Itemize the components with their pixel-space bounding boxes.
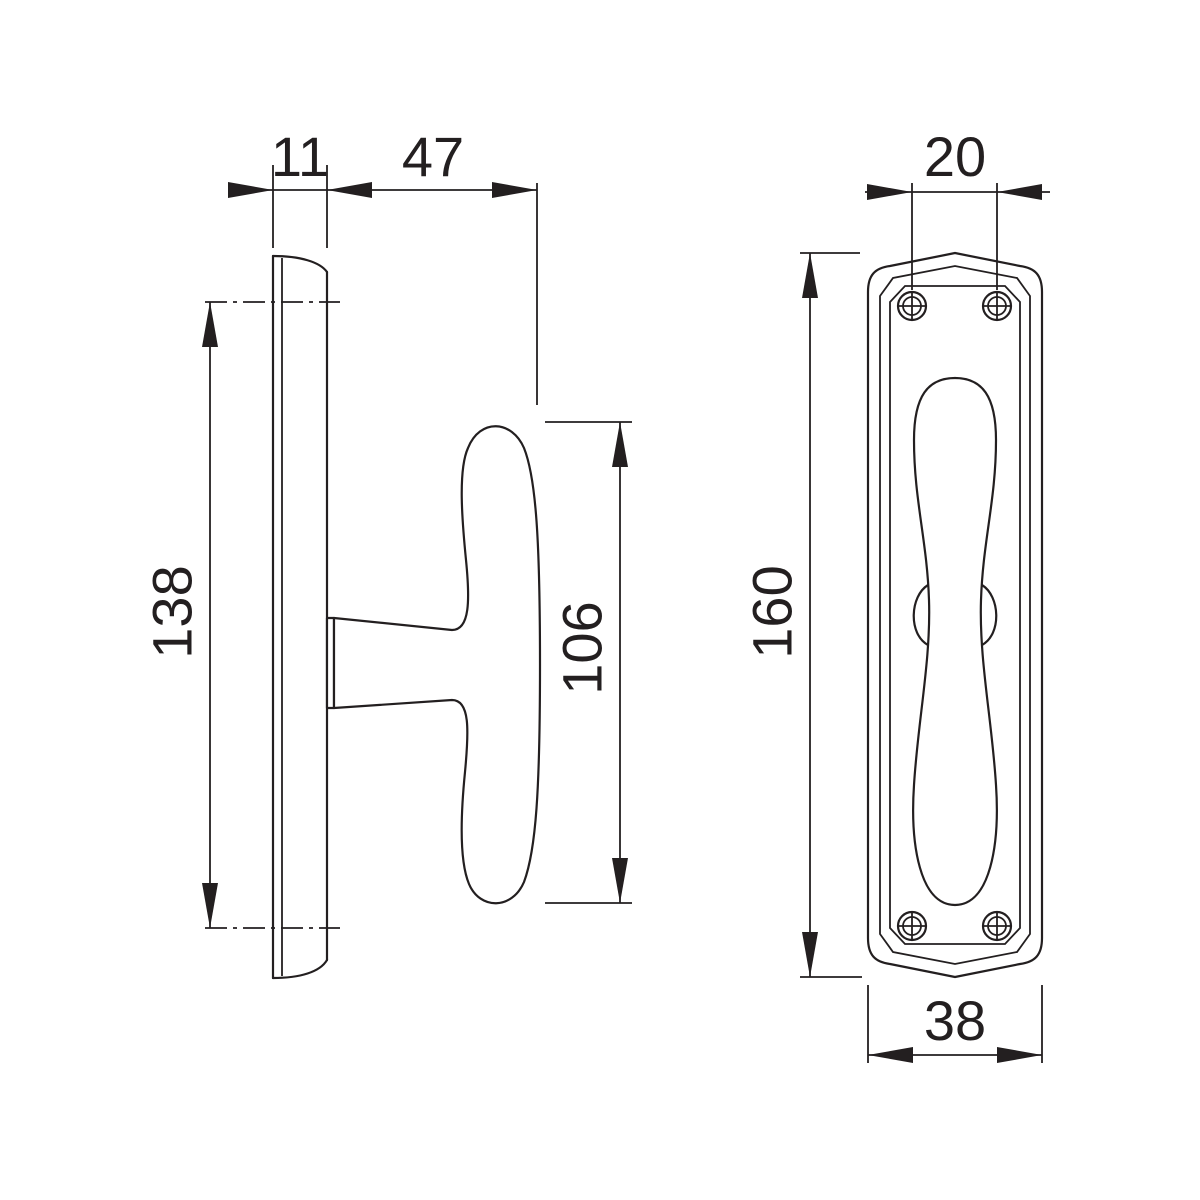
dimension-label-plate-length: 160 [741,565,804,658]
front-view: 20 160 38 [741,125,1050,1063]
side-view: 11 47 138 106 [141,125,632,980]
dimension-screw-spacing: 20 [865,125,1050,290]
arrowhead [228,182,273,198]
front-plate-outer [866,251,1044,979]
arrowhead [997,1047,1042,1063]
arrowhead [802,253,818,298]
arrowhead [802,932,818,977]
dimension-plate-width: 38 [867,985,1043,1063]
dimension-label-plate-width: 38 [924,989,986,1052]
dimension-label-grip-length: 106 [551,601,614,694]
arrowhead [327,182,372,198]
rosette-right-arc [980,583,998,647]
arrowhead [202,883,218,928]
dimension-label-screw-spacing: 20 [924,125,986,188]
dimension-grip-length: 106 [545,421,632,904]
front-plate-bevel [879,265,1031,965]
screw-top-right [981,290,1013,322]
dimension-hole-spacing: 138 [141,302,218,928]
handle-grip-front [912,376,998,907]
arrowhead [612,858,628,903]
front-handle [912,376,998,907]
arrowhead [612,422,628,467]
screw-bottom-left [896,910,928,942]
arrowhead [867,184,912,200]
rosette-left-arc [912,583,930,647]
screw-top-left [896,290,928,322]
handle-grip-side [332,425,542,905]
dimension-label-hole-spacing: 138 [141,565,204,658]
arrowhead [202,302,218,347]
dimension-plate-length: 160 [741,252,862,978]
backplate-top-curve [271,254,329,274]
backplate-bottom-curve [271,958,329,980]
side-backplate [271,254,329,980]
arrowhead [492,182,537,198]
dimension-top-side: 11 47 [228,125,538,405]
screw-bottom-right [981,910,1013,942]
arrowhead [997,184,1042,200]
side-handle [325,425,542,905]
front-plate-panel [889,285,1021,945]
dimension-label-projection: 47 [402,125,464,188]
dimension-label-thickness: 11 [271,125,329,188]
arrowhead [868,1047,913,1063]
